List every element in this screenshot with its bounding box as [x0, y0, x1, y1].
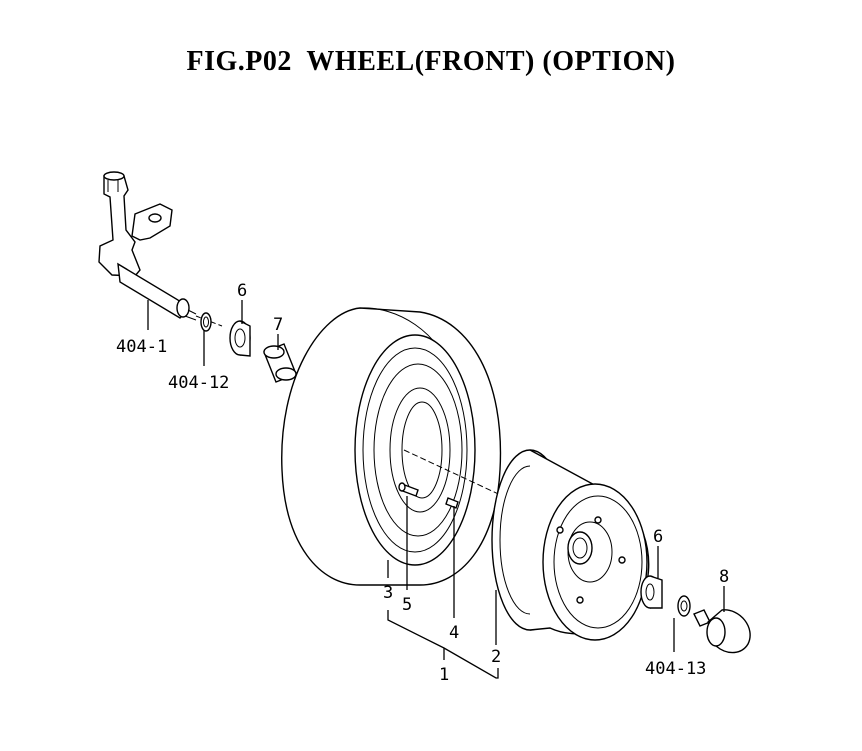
callout-8: 8 — [719, 567, 729, 587]
callout-404-12: 404-12 — [168, 373, 229, 393]
valve-stem — [398, 482, 419, 497]
callout-6-right: 6 — [653, 527, 663, 547]
bearing-left — [229, 320, 251, 357]
valve-cap — [445, 497, 459, 509]
callout-5: 5 — [402, 595, 412, 615]
lock-washer-404-12 — [200, 312, 212, 332]
steering-knuckle — [98, 171, 197, 321]
bearing-right — [640, 575, 663, 609]
spacer-sleeve — [263, 343, 297, 383]
callout-1: 1 — [439, 665, 449, 685]
figure-title: FIG.P02 WHEEL(FRONT) (OPTION) — [186, 46, 676, 77]
rim — [491, 449, 650, 641]
callout-4: 4 — [449, 623, 459, 643]
callout-404-1: 404-1 — [116, 337, 167, 357]
hub-cap — [706, 609, 751, 654]
callout-2: 2 — [491, 647, 501, 667]
lock-washer-404-13 — [677, 595, 691, 617]
callout-404-13: 404-13 — [645, 659, 706, 679]
callout-7: 7 — [273, 315, 283, 335]
callout-6-left: 6 — [237, 281, 247, 301]
callout-3: 3 — [383, 583, 393, 603]
axle-nut — [693, 609, 711, 627]
tire — [281, 307, 502, 586]
